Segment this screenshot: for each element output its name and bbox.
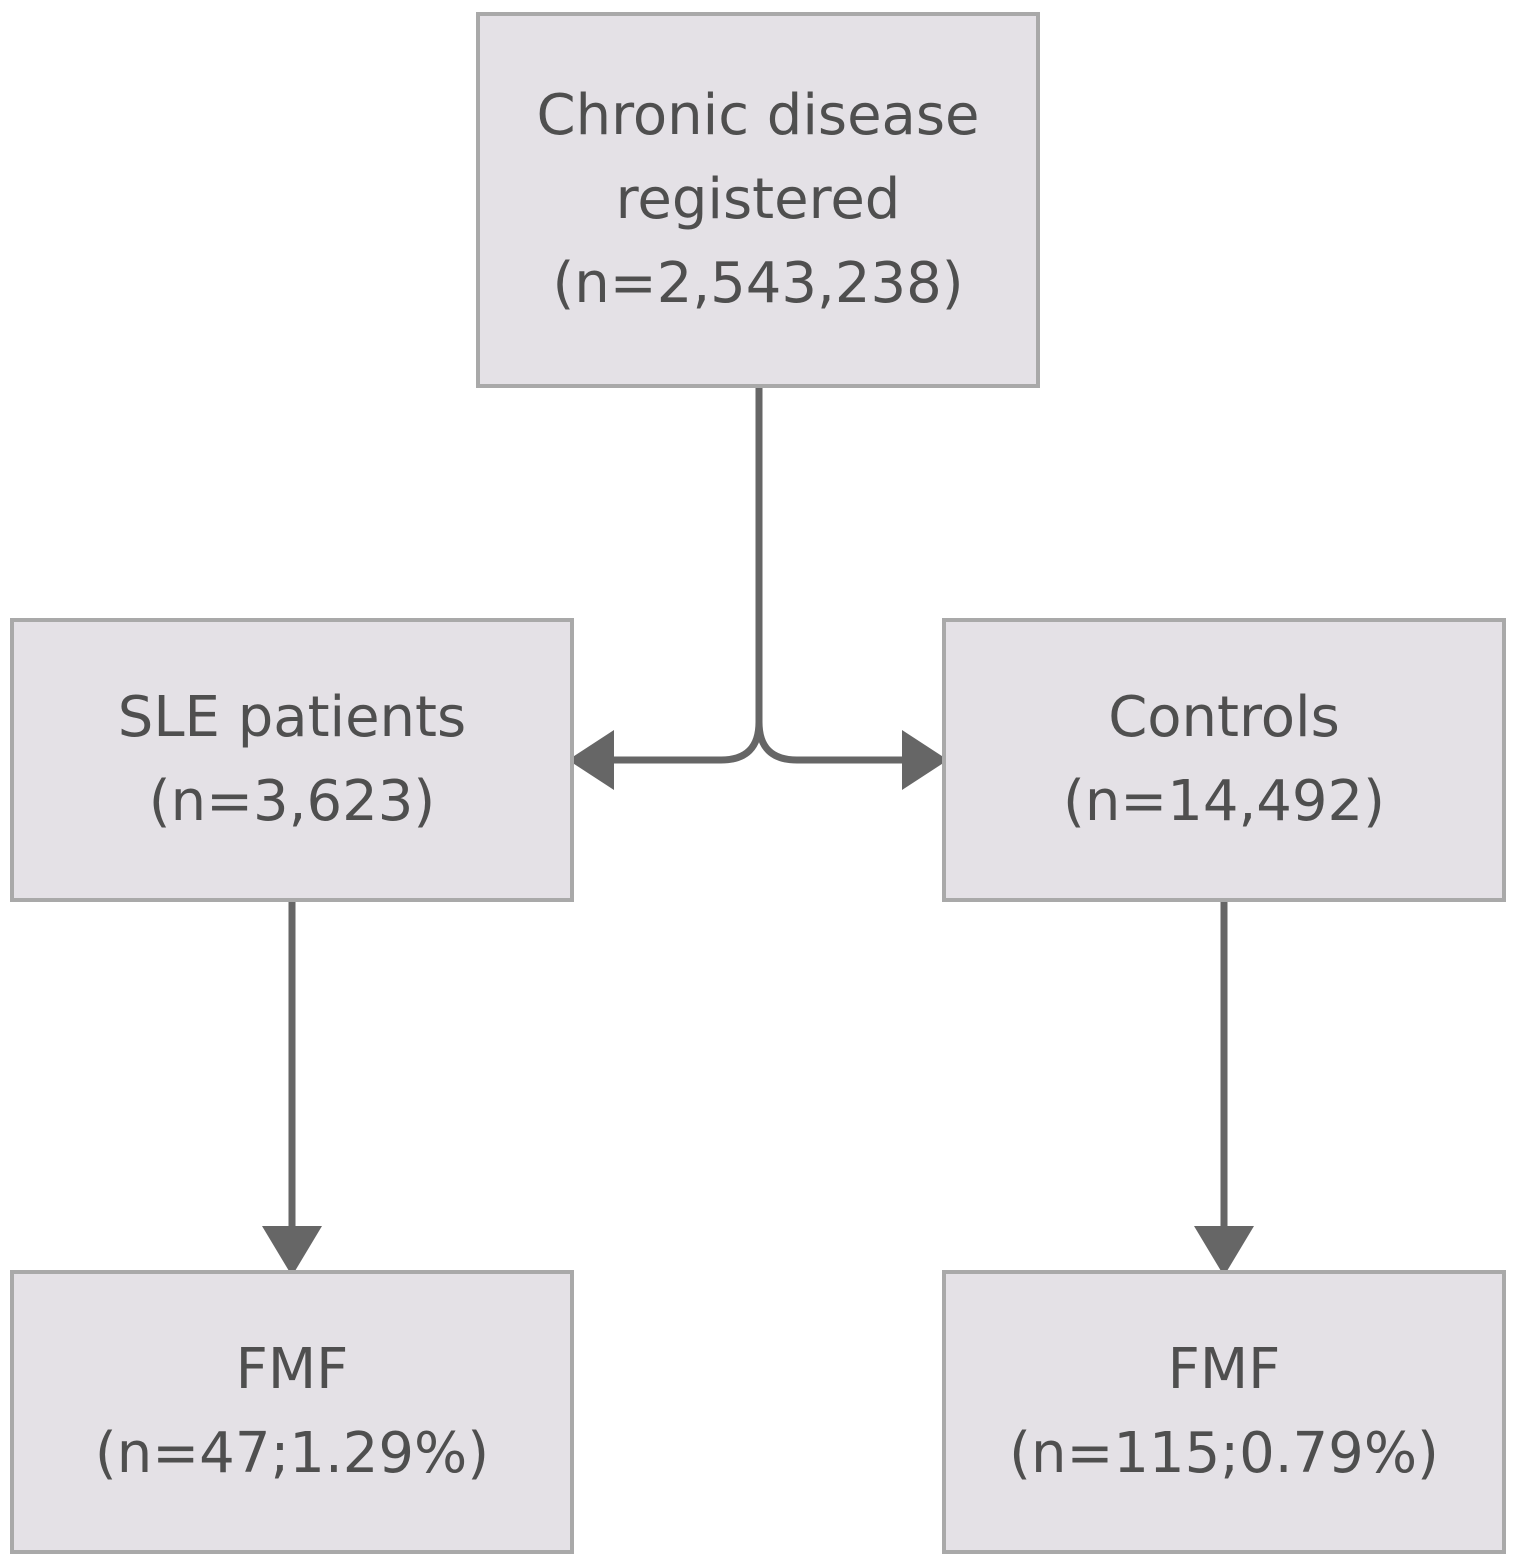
split-connector-right (755, 721, 906, 764)
node-label-line2: registered (615, 167, 901, 232)
node-chronic-disease-registered: Chronic disease registered (n=2,543,238) (476, 12, 1040, 388)
node-label: FMF (1167, 1337, 1281, 1402)
node-fmf-controls: FMF (n=115;0.79%) (942, 1270, 1506, 1554)
node-controls: Controls (n=14,492) (942, 618, 1506, 902)
split-connector (608, 388, 763, 764)
node-count: (n=3,623) (148, 769, 436, 834)
node-label: SLE patients (117, 685, 467, 750)
node-count: (n=115;0.79%) (1009, 1421, 1439, 1486)
node-label-line1: Chronic disease (536, 83, 980, 148)
node-count: (n=47;1.29%) (94, 1421, 490, 1486)
arrowhead-to-sle-patients (568, 730, 614, 790)
arrowhead-to-fmf-sle (262, 1226, 322, 1276)
node-sle-patients: SLE patients (n=3,623) (10, 618, 574, 902)
node-count: (n=2,543,238) (552, 251, 964, 316)
node-label: Controls (1108, 685, 1340, 750)
node-count: (n=14,492) (1062, 769, 1386, 834)
node-label: FMF (235, 1337, 349, 1402)
node-fmf-sle: FMF (n=47;1.29%) (10, 1270, 574, 1554)
arrowhead-to-fmf-controls (1194, 1226, 1254, 1276)
